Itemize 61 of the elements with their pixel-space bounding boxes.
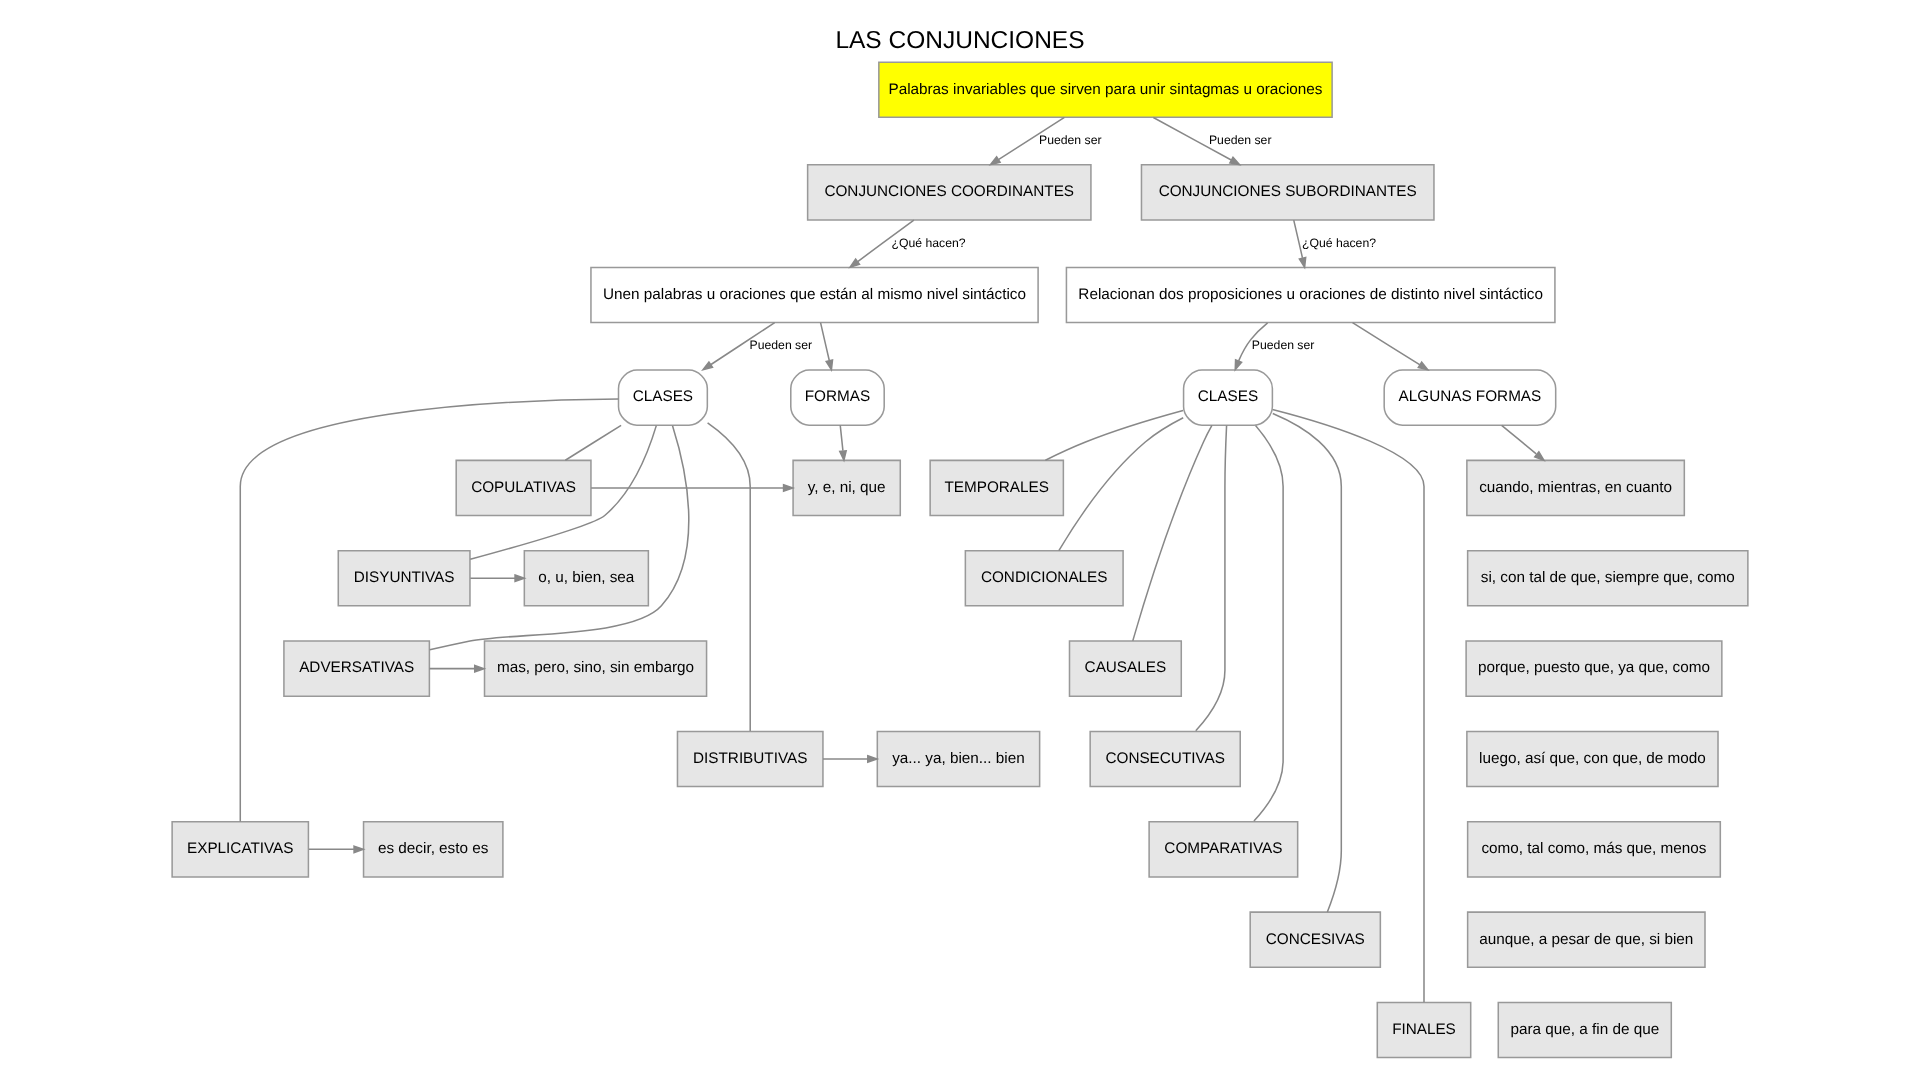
node-box: DISTRIBUTIVAS — [676, 730, 824, 788]
connector — [706, 422, 751, 732]
node-box: para que, a fin de que — [1497, 1001, 1673, 1059]
node-box: CAUSALES — [1068, 640, 1183, 697]
arrow — [819, 321, 834, 372]
node-box: ya... ya, bien... bien — [876, 730, 1041, 788]
connector — [1132, 424, 1213, 642]
node-box: cuando, mientras, en cuanto — [1466, 459, 1686, 517]
node-box: FINALES — [1376, 1001, 1472, 1059]
connector — [1253, 424, 1284, 822]
arrow — [838, 424, 848, 463]
node-box: COMPARATIVAS — [1148, 821, 1299, 878]
node-box: es decir, esto es — [362, 821, 504, 878]
node-box: luego, así que, con que, de modo — [1466, 730, 1719, 788]
node-box: FORMAS — [790, 369, 885, 426]
connector — [1272, 412, 1343, 913]
node-box: ADVERSATIVAS — [283, 640, 431, 697]
arrow — [701, 321, 776, 371]
arrow — [822, 754, 880, 764]
arrow — [1500, 424, 1546, 462]
node-box: porque, puesto que, ya que, como — [1465, 640, 1723, 697]
node-box: Relacionan dos proposiciones u oraciones de distinto nivel sintáctico — [1065, 266, 1556, 324]
node-box: TEMPORALES — [929, 459, 1065, 517]
arrow — [848, 219, 915, 269]
arrow — [590, 483, 796, 493]
node-box: CONDICIONALES — [964, 549, 1124, 607]
arrow — [1234, 322, 1269, 372]
node-box: si, con tal de que, siempre que, como — [1466, 549, 1749, 607]
connector — [469, 424, 658, 561]
node-box: aunque, a pesar de que, si bien — [1466, 911, 1706, 968]
node-box: COPULATIVAS — [455, 459, 592, 517]
connector — [1044, 409, 1184, 461]
node-box: ALGUNAS FORMAS — [1383, 369, 1557, 426]
node-box: DISYUNTIVAS — [337, 549, 471, 607]
node-box: CLASES — [1182, 369, 1274, 426]
node-box: como, tal como, más que, menos — [1466, 821, 1722, 878]
node-box: EXPLICATIVAS — [171, 821, 310, 878]
arrow — [1292, 219, 1307, 270]
node-box: CLASES — [617, 369, 709, 426]
node-box: CONJUNCIONES SUBORDINANTES — [1140, 164, 1435, 221]
node-box: y, e, ni, que — [792, 459, 902, 517]
arrow — [308, 845, 366, 854]
node-box: o, u, bien, sea — [523, 549, 650, 607]
arrow — [428, 664, 487, 673]
arrow — [469, 574, 527, 583]
connector — [1195, 424, 1228, 732]
arrow — [988, 116, 1066, 166]
node-box: mas, pero, sino, sin embargo — [483, 640, 708, 697]
node-box: CONJUNCIONES COORDINANTES — [806, 164, 1092, 221]
connector — [239, 398, 620, 823]
arrow — [1152, 116, 1242, 166]
node-box: Unen palabras u oraciones que están al mismo nivel sintáctico — [590, 266, 1039, 324]
node-box: CONSECUTIVAS — [1089, 730, 1241, 788]
node-box: CONCESIVAS — [1249, 911, 1382, 968]
node-box: Palabras invariables que sirven para unir sintagmas u oraciones — [878, 61, 1333, 119]
diagram-title: LAS CONJUNCIONES — [835, 26, 1085, 55]
connector — [1058, 416, 1184, 552]
connector — [1271, 408, 1425, 1003]
connector — [428, 425, 690, 651]
arrow — [1351, 321, 1430, 371]
connector — [564, 424, 622, 461]
